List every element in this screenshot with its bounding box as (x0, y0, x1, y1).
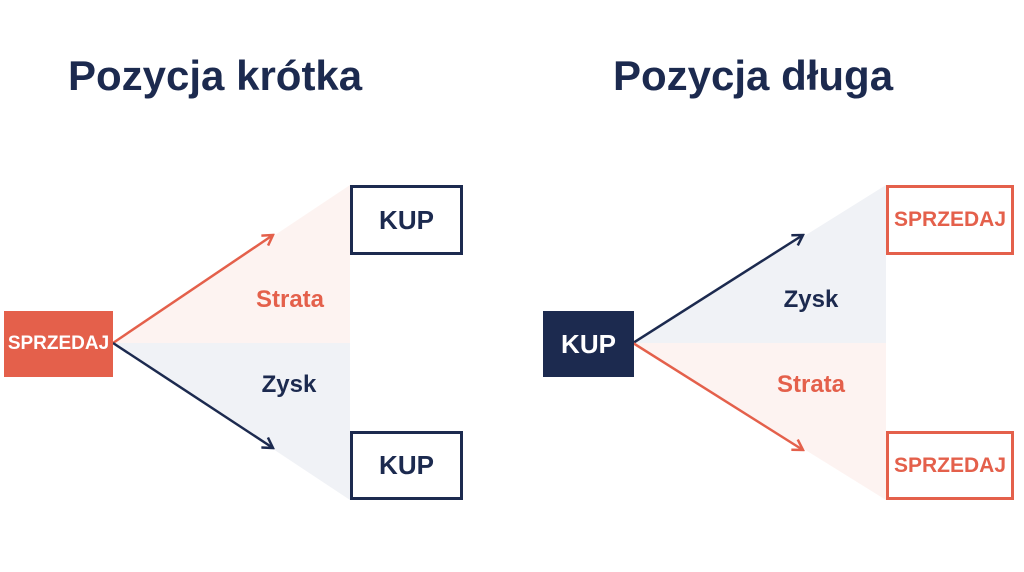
short-up-arrow (112, 235, 273, 345)
long-start-buy-box: KUP (543, 311, 634, 377)
short-down-arrow (112, 341, 273, 448)
long-down-sell-box: SPRZEDAJ (886, 431, 1014, 500)
short-start-sell-box: SPRZEDAJ (4, 311, 113, 377)
short-down-buy-box: KUP (350, 431, 463, 500)
long-profit-label: Zysk (783, 286, 839, 313)
long-position-title: Pozycja długa (613, 52, 894, 99)
long-loss-label: Strata (776, 371, 846, 398)
long-up-sell-box: SPRZEDAJ (886, 185, 1014, 255)
short-profit-label: Zysk (261, 371, 317, 398)
long-down-arrow (632, 341, 803, 450)
short-up-buy-box: KUP (350, 185, 463, 255)
long-up-arrow (632, 235, 803, 345)
short-position-title: Pozycja krótka (68, 52, 363, 99)
short-loss-label: Strata (255, 286, 325, 313)
